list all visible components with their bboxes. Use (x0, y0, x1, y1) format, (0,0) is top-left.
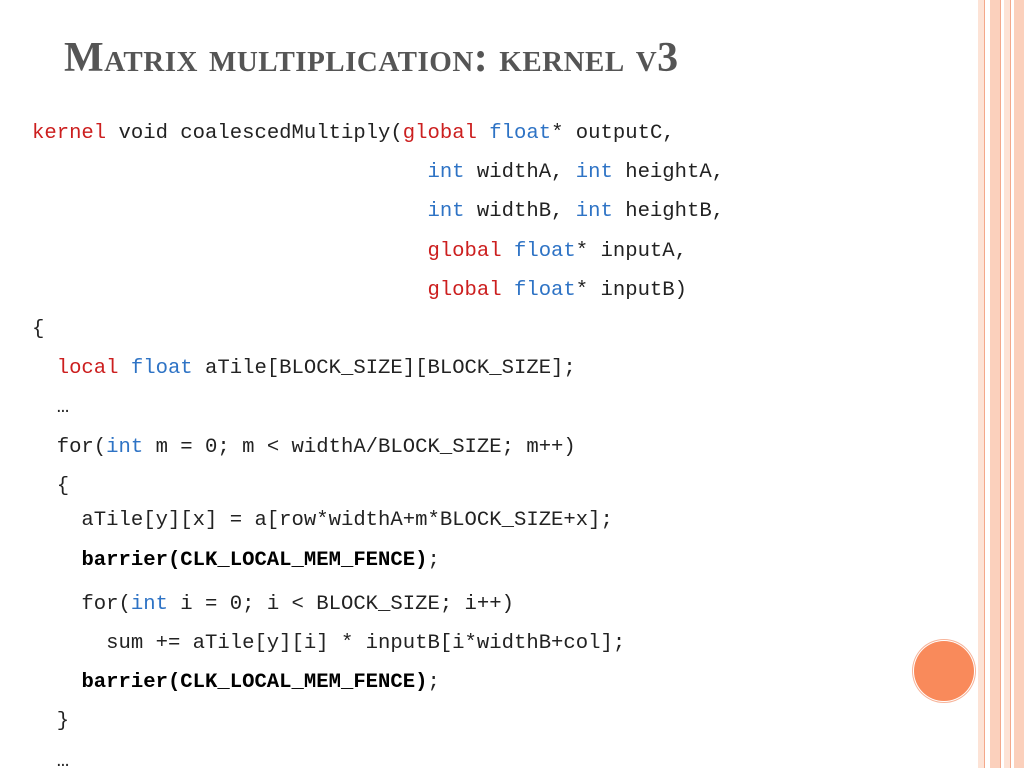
indent (32, 240, 427, 263)
barrier-call: barrier(CLK_LOCAL_MEM_FENCE) (81, 548, 428, 572)
type-keyword: int (130, 592, 168, 616)
keyword: kernel (32, 122, 107, 145)
code-text (502, 279, 514, 302)
code-line-17: … (32, 742, 724, 781)
keyword: global (427, 278, 502, 302)
code-text: heightB, (612, 200, 725, 224)
code-line-9: for(int m = 0; m < widthA/BLOCK_SIZE; m+… (32, 428, 724, 467)
code-text: * inputA, (575, 239, 688, 263)
code-text: void coalescedMultiply( (106, 122, 403, 145)
type-keyword: float (513, 278, 576, 302)
indent (32, 357, 57, 380)
type-keyword: int (575, 161, 613, 185)
code-block: kernel void coalescedMultiply(global flo… (32, 114, 724, 781)
code-text: * inputB) (575, 278, 688, 302)
code-text: { (32, 474, 70, 498)
indent (32, 279, 427, 302)
type-keyword: float (130, 357, 193, 381)
code-text: … (32, 396, 70, 420)
code-text: aTile[y][x] = a[row*widthA+m*BLOCK_SIZE+… (32, 508, 613, 532)
code-line-15: barrier(CLK_LOCAL_MEM_FENCE); (32, 663, 724, 702)
code-text (119, 357, 131, 380)
code-line-14: sum += aTile[y][i] * inputB[i*widthB+col… (32, 624, 724, 663)
code-line-11: aTile[y][x] = a[row*widthA+m*BLOCK_SIZE+… (32, 506, 724, 536)
code-line-7: local float aTile[BLOCK_SIZE][BLOCK_SIZE… (32, 349, 724, 388)
code-line-10: { (32, 467, 724, 506)
type-keyword: int (575, 200, 613, 224)
decor-stripe (1010, 0, 1011, 768)
code-text: i = 0; i < BLOCK_SIZE; i++) (167, 592, 514, 616)
type-keyword: int (106, 435, 144, 459)
keyword: global (427, 239, 502, 263)
code-text: { (32, 317, 45, 341)
decor-stripe (984, 0, 985, 768)
code-line-16: } (32, 702, 724, 741)
code-line-12: barrier(CLK_LOCAL_MEM_FENCE); (32, 536, 724, 585)
code-text: widthA, (464, 161, 576, 185)
code-text: * outputC, (551, 122, 675, 145)
type-keyword: int (427, 200, 465, 224)
slide-title: Matrix multiplication: kernel v3 (64, 35, 679, 81)
decor-circle (914, 641, 974, 701)
code-text: heightA, (612, 161, 725, 185)
code-text: } (32, 710, 70, 734)
code-line-13: for(int i = 0; i < BLOCK_SIZE; i++) (32, 585, 724, 624)
code-text: … (32, 749, 70, 773)
decor-stripe (1000, 0, 1001, 768)
decor-stripe (978, 0, 984, 768)
code-text: for( (32, 592, 131, 616)
code-text: m = 0; m < widthA/BLOCK_SIZE; m++) (143, 435, 576, 459)
code-text (477, 122, 489, 145)
code-text (502, 240, 514, 263)
code-line-8: … (32, 388, 724, 427)
keyword: global (402, 122, 477, 145)
code-text: widthB, (464, 200, 576, 224)
indent (32, 200, 427, 223)
decor-stripe (990, 0, 1000, 768)
indent (32, 671, 81, 694)
code-line-5: global float* inputB) (32, 271, 724, 310)
code-line-3: int widthB, int heightB, (32, 192, 724, 231)
indent (32, 161, 427, 184)
keyword: local (56, 357, 119, 381)
decor-stripe (1004, 0, 1010, 768)
code-line-4: global float* inputA, (32, 232, 724, 271)
code-line-2: int widthA, int heightA, (32, 153, 724, 192)
code-text: ; (427, 548, 440, 572)
code-line-1: kernel void coalescedMultiply(global flo… (32, 114, 724, 153)
code-text: ; (427, 671, 440, 695)
barrier-call: barrier(CLK_LOCAL_MEM_FENCE) (81, 671, 428, 695)
indent (32, 549, 81, 572)
type-keyword: float (489, 122, 552, 145)
type-keyword: int (427, 161, 465, 185)
type-keyword: float (513, 239, 576, 263)
decor-stripe (1014, 0, 1024, 768)
code-line-6: { (32, 310, 724, 349)
code-text: aTile[BLOCK_SIZE][BLOCK_SIZE]; (192, 357, 576, 381)
code-text: sum += aTile[y][i] * inputB[i*widthB+col… (32, 632, 626, 656)
code-text: for( (32, 435, 107, 459)
